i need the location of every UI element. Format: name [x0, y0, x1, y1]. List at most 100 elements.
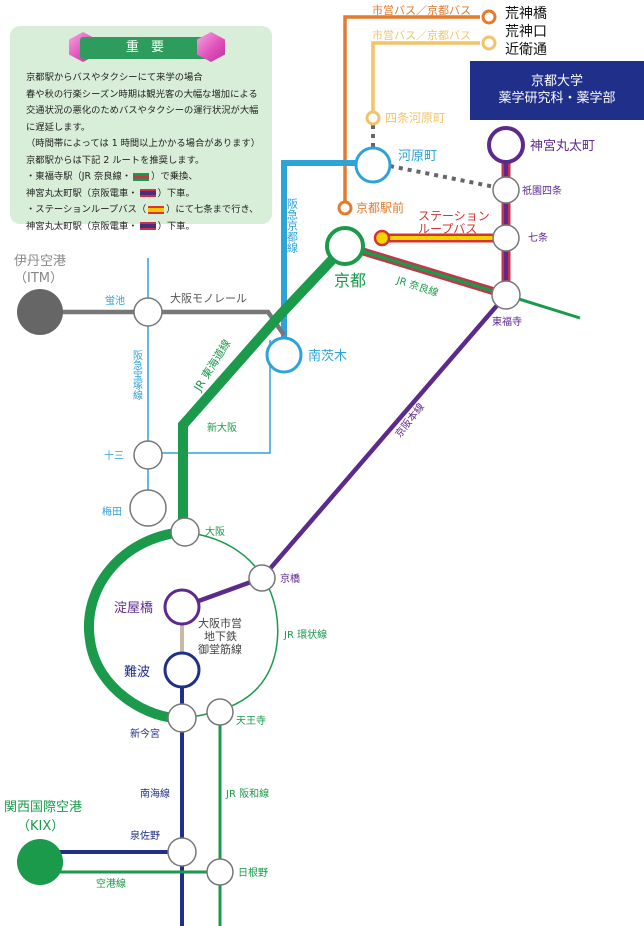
notice-line: （時間帯によっては 1 時間以上かかる場合があります）: [26, 138, 261, 149]
route1-text-d: ）下車。: [157, 187, 195, 199]
bus-route-yellow-label: 市営バス／京都バス: [372, 28, 471, 42]
station-osaka[interactable]: [170, 517, 200, 547]
loop-bus-kyoto-stop[interactable]: [373, 229, 391, 247]
route2-text-c: 神宮丸太町駅（京阪電車・: [26, 220, 138, 232]
bus-stop-kyoto-ekimae[interactable]: [337, 200, 353, 216]
bus-stop-konoe[interactable]: [481, 35, 497, 51]
route1-text-a: ・東福寺駅（JR 奈良線・: [26, 171, 132, 182]
bus-stop-araijinbashi[interactable]: [481, 9, 497, 25]
midosuji-label-2: 地下鉄: [204, 629, 237, 643]
station-minami-ibaraki-label: 南茨木: [308, 348, 347, 364]
jr-nara-swatch-icon: [133, 172, 150, 181]
notice-line: 春や秋の行楽シーズン時期は観光客の大幅な増加による: [26, 88, 258, 100]
station-hotarugaike[interactable]: [133, 297, 163, 327]
jr-nara-line: [344, 244, 507, 297]
hankyu-kyoto-line-label: 阪急京都線: [286, 197, 299, 253]
airport-itami[interactable]: [17, 289, 63, 335]
station-tennoji-label: 天王寺: [236, 715, 266, 727]
station-gion-shijo[interactable]: [492, 176, 520, 204]
loop-bus-label-1: ステーション: [418, 209, 490, 223]
hankyu-kyoto-line: [281, 160, 373, 350]
bus-stop-shijo-kawaramachi[interactable]: [365, 110, 381, 126]
station-gion-shijo-label: 祇園四条: [522, 184, 562, 197]
jr-tokaido-line: [178, 242, 349, 532]
keihan-swatch-icon: [139, 222, 156, 230]
nankai-line-label: 南海線: [140, 787, 170, 800]
notice-route1-line2: 神宮丸太町駅（京阪電車・ ）下車。: [26, 186, 280, 203]
station-kyoto-label: 京都: [334, 271, 366, 290]
bus-stop-araijinguchi-label: 荒神口: [505, 24, 547, 40]
station-juso-label: 十三: [104, 449, 124, 462]
station-juso[interactable]: [133, 440, 163, 470]
loop-bus-swatch-icon: [148, 205, 165, 214]
midosuji-label-1: 大阪市営: [198, 616, 242, 630]
notice-line: 京都駅からバスやタクシーにて来学の場合: [26, 72, 203, 83]
station-jingu-marutamachi-label: 神宮丸太町: [530, 138, 595, 154]
station-tennoji[interactable]: [206, 698, 234, 726]
airport-kix-label-2: （KIX）: [17, 819, 64, 834]
notice-route1-line1: ・東福寺駅（JR 奈良線・ ）で乗換、: [26, 169, 280, 186]
osaka-monorail-label: 大阪モノレール: [170, 291, 247, 305]
notice-body: 京都駅からバスやタクシーにて来学の場合 春や秋の行楽シーズン時期は観光客の大幅な…: [26, 70, 280, 235]
notice-line: 交通状況の悪化のためバスやタクシーの運行状況が大幅: [26, 105, 259, 116]
hankyu-senri-line: [148, 340, 271, 454]
keihan-swatch-icon: [139, 189, 156, 197]
loop-bus-label-2: ループバス: [418, 222, 477, 236]
airport-kix-label-1: 関西国際空港: [4, 800, 82, 815]
bus-route-yellow-line: [371, 41, 480, 118]
station-hineno[interactable]: [206, 858, 234, 886]
station-osaka-label: 大阪: [205, 525, 225, 538]
cube-right-icon: [197, 32, 225, 62]
airport-line-label: 空港線: [96, 877, 126, 890]
station-yodoyabashi[interactable]: [163, 588, 201, 626]
route1-text-b: ）で乗換、: [151, 171, 198, 182]
station-minami-ibaraki[interactable]: [265, 336, 303, 374]
station-jingu-marutamachi[interactable]: [487, 126, 525, 164]
jr-hanwa-line-label: JR 阪和線: [225, 787, 269, 800]
hankyu-takarazuka-label: 阪急宝塚線: [131, 349, 143, 400]
notice-route2-line2: 神宮丸太町駅（京阪電車・）下車。: [26, 219, 280, 236]
airport-kix[interactable]: [17, 839, 63, 885]
route2-text-a: ・ステーションループバス（: [26, 204, 147, 215]
station-kyoto[interactable]: [325, 226, 365, 266]
midosuji-label-3: 御堂筋線: [198, 642, 242, 656]
station-shin-imamiya-label: 新今宮: [130, 727, 160, 740]
walk-connector-gion: [389, 164, 501, 190]
station-izumisano-label: 泉佐野: [130, 829, 160, 842]
kyoto-university-box[interactable]: 京都大学 薬学研究科・薬学部: [470, 61, 644, 120]
notice-line: 京都駅からは下記 2 ルートを推奨します。: [26, 154, 205, 166]
university-name: 京都大学: [530, 74, 583, 89]
station-namba-label: 難波: [124, 665, 150, 680]
route1-text-c: 神宮丸太町駅（京阪電車・: [26, 187, 138, 199]
jr-loop-line-label: JR 環状線: [283, 628, 327, 641]
station-shin-imamiya[interactable]: [167, 703, 197, 733]
station-kyobashi-label: 京橋: [280, 572, 300, 585]
station-shichijo-label: 七条: [528, 231, 548, 244]
station-shichijo[interactable]: [492, 224, 520, 252]
station-umeda[interactable]: [129, 489, 167, 527]
route2-text-b: ）にて七条まで行き、: [166, 204, 259, 215]
station-namba[interactable]: [163, 651, 201, 689]
station-hineno-label: 日根野: [238, 866, 268, 879]
station-tofukuji[interactable]: [491, 280, 521, 310]
station-yodoyabashi-label: 淀屋橋: [114, 601, 153, 616]
bus-stop-araijinbashi-label: 荒神橋: [505, 6, 547, 22]
station-kyobashi[interactable]: [248, 564, 276, 592]
bus-route-orange-label: 市営バス／京都バス: [372, 3, 471, 17]
airport-itami-label-2: （ITM）: [14, 271, 63, 286]
notice-route2-line1: ・ステーションループバス（ ）にて七条まで行き、: [26, 202, 280, 219]
jr-loop-line: [83, 527, 184, 724]
station-kawaramachi[interactable]: [354, 146, 392, 184]
station-kawaramachi-label: 河原町: [398, 149, 437, 164]
bus-stop-konoe-label: 近衛通: [505, 42, 547, 58]
bus-stop-kyoto-ekimae-label: 京都駅前: [356, 200, 404, 215]
bus-stop-shijo-kawaramachi-label: 四条河原町: [385, 111, 445, 125]
station-tofukuji-label: 東福寺: [492, 315, 522, 328]
station-umeda-label: 梅田: [102, 505, 122, 518]
university-faculty: 薬学研究科・薬学部: [498, 91, 616, 106]
notice-title: 重 要: [80, 37, 214, 59]
jr-nara-line-label: JR 奈良線: [394, 273, 440, 299]
station-izumisano[interactable]: [167, 837, 197, 867]
keihan-main-line: [181, 293, 508, 610]
notice-line: に遅延します。: [26, 121, 91, 133]
